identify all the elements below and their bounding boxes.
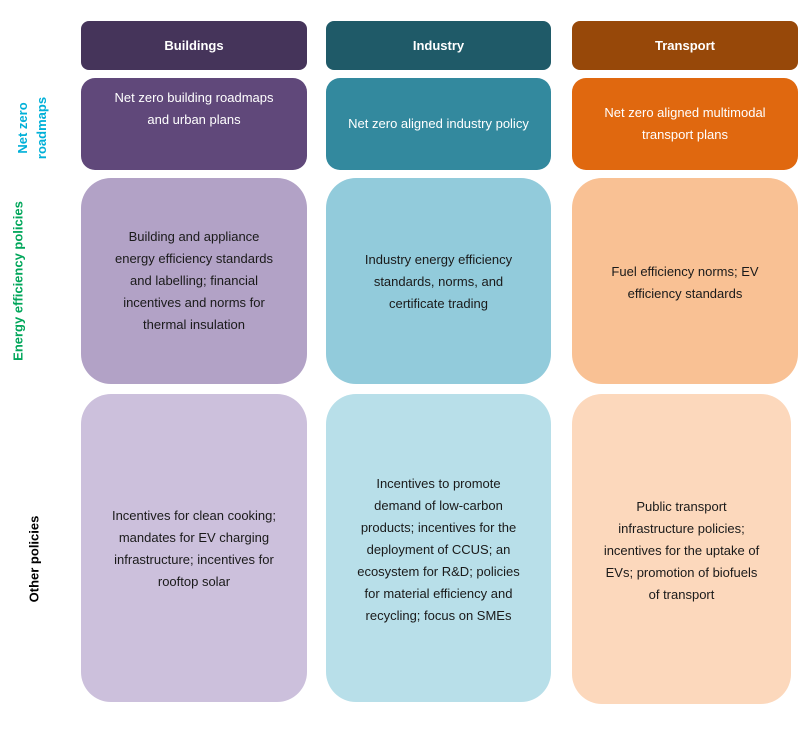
column-header-transport: Transport: [572, 21, 798, 70]
cell-industry-roadmaps: Net zero aligned industry policy: [326, 78, 551, 170]
row-label-other-policies: Other policies: [25, 516, 44, 603]
cell-transport-other: Public transport infrastructure policies…: [572, 394, 791, 704]
column-header-buildings: Buildings: [81, 21, 307, 70]
cell-buildings-other: Incentives for clean cooking; mandates f…: [81, 394, 307, 702]
cell-industry-other: Incentives to promote demand of low-carb…: [326, 394, 551, 702]
row-label-text: Energy efficiency policies: [10, 201, 26, 361]
row-label-text: Net zero roadmaps: [15, 96, 49, 160]
column-header-industry: Industry: [326, 21, 551, 70]
row-label-text: Other policies: [26, 515, 42, 603]
row-label-energy-efficiency: Energy efficiency policies: [9, 201, 28, 361]
cell-buildings-efficiency: Building and appliance energy efficiency…: [81, 178, 307, 384]
cell-buildings-roadmaps: Net zero building roadmaps and urban pla…: [81, 78, 307, 170]
cell-industry-efficiency: Industry energy efficiency standards, no…: [326, 178, 551, 384]
cell-transport-efficiency: Fuel efficiency norms; EV efficiency sta…: [572, 178, 798, 384]
cell-transport-roadmaps: Net zero aligned multimodal transport pl…: [572, 78, 798, 170]
row-label-net-zero-roadmaps: Net zero roadmaps: [13, 97, 51, 159]
